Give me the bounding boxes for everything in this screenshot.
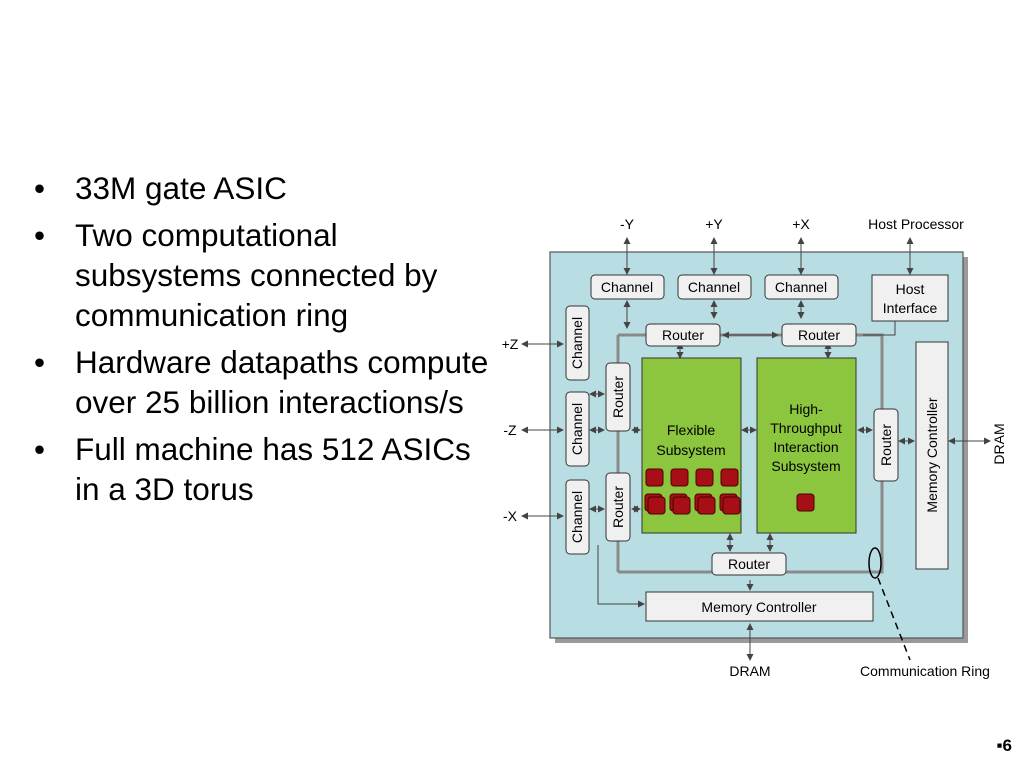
router-box: Router [605,362,631,432]
router-box: Router [711,552,787,576]
ring-highlight-ellipse [868,547,882,579]
svg-text:Memory Controller: Memory Controller [924,397,940,512]
processing-core [670,468,689,487]
label-pos-y: +Y [705,216,723,232]
htis-subsystem: High- Throughput Interaction Subsystem [756,357,857,534]
processing-core [695,468,714,487]
channel-box: Channel [565,479,590,555]
bullet-dot: • [34,217,46,253]
processing-core [647,496,666,515]
bullet-item: • Hardware datapaths compute over 25 bill… [28,342,498,422]
svg-text:Channel: Channel [569,403,585,455]
bullet-item: • 33M gate ASIC [28,168,498,208]
channel-box: Channel [565,391,590,467]
svg-text:Channel: Channel [569,317,585,369]
bullet-dot: • [34,170,46,206]
label-neg-x: -X [503,508,518,524]
htis-line2: Throughput [770,420,842,436]
bullet-text: 33M gate ASIC [75,170,287,206]
svg-text:Router: Router [878,424,894,466]
processing-core [672,496,691,515]
svg-text:Router: Router [798,327,840,343]
memory-controller-right: Memory Controller [915,341,949,570]
svg-text:Router: Router [728,556,770,572]
processing-core [645,468,664,487]
processing-core [796,493,815,512]
bullet-item: • Full machine has 512 ASICs in a 3D toru… [28,429,498,509]
router-box: Router [873,408,899,482]
svg-text:Router: Router [610,376,626,418]
flexible-line1: Flexible [667,422,715,438]
svg-text:Channel: Channel [569,491,585,543]
label-pos-x: +X [792,216,810,232]
channel-box: Channel [764,274,839,300]
bullet-dot: • [34,344,46,380]
bullet-text: Hardware datapaths compute over 25 billi… [75,344,489,420]
processing-core [722,496,741,515]
label-host-processor: Host Processor [868,216,964,232]
bullet-dot: • [34,431,46,467]
label-pos-z: +Z [502,336,519,352]
channel-box: Channel [565,305,590,381]
bullet-text: Two computational subsystems connected b… [75,217,438,333]
svg-text:Channel: Channel [601,279,653,295]
flexible-subsystem: Flexible Subsystem [641,357,742,534]
ring-callout-line [877,577,911,661]
htis-line4: Subsystem [771,458,840,474]
router-box: Router [645,323,721,347]
memory-controller-bottom: Memory Controller [645,591,874,622]
bullet-list: • 33M gate ASIC • Two computational subsys… [28,168,498,516]
slide-number-value: 6 [1002,736,1012,755]
label-communication-ring: Communication Ring [860,663,990,679]
svg-text:Router: Router [662,327,704,343]
host-interface-line2: Interface [883,300,938,316]
host-interface-line1: Host [896,281,925,297]
processing-core [697,496,716,515]
label-neg-z: -Z [503,422,517,438]
channel-box: Channel [590,274,665,300]
label-neg-y: -Y [620,216,635,232]
htis-line3: Interaction [773,439,838,455]
host-interface-box: Host Interface [871,274,949,322]
label-dram-bottom: DRAM [729,663,770,679]
router-box: Router [781,323,857,347]
svg-text:Channel: Channel [775,279,827,295]
flexible-line2: Subsystem [656,442,725,458]
htis-line1: High- [789,401,823,417]
router-box: Router [605,472,631,542]
processing-core [720,468,739,487]
svg-text:Router: Router [610,486,626,528]
external-arrows [521,237,991,661]
bullet-text: Full machine has 512 ASICs in a 3D torus [75,431,471,507]
label-dram-right: DRAM [991,423,1007,464]
slide-number: ▪6 [997,736,1013,756]
bullet-item: • Two computational subsystems connected … [28,215,498,335]
svg-text:Channel: Channel [688,279,740,295]
svg-text:Memory Controller: Memory Controller [701,599,816,615]
channel-box: Channel [677,274,752,300]
slide-number-marker: ▪ [996,736,1003,755]
